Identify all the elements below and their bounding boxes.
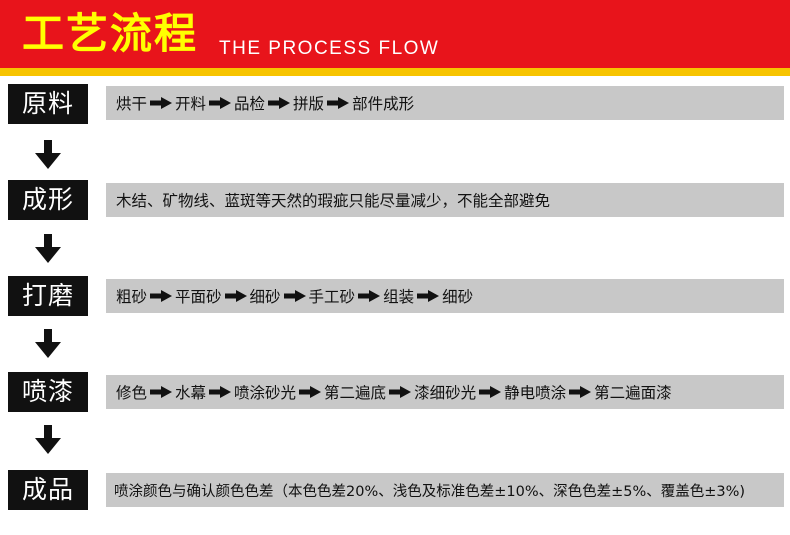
stage-bar-painting: 修色 水幕 喷涂砂光 第二遍底 漆细砂光 静电喷涂 第二遍面漆 <box>106 375 784 409</box>
process-step: 水幕 <box>175 384 207 402</box>
stage-label-sanding: 打磨 <box>8 276 88 316</box>
arrow-right-icon <box>569 386 592 398</box>
arrow-right-icon <box>150 97 173 109</box>
stage-bar-finished: 喷涂颜色与确认颜色色差（本色色差20%、浅色及标准色差±10%、深色色差±5%、… <box>106 473 784 507</box>
page-subtitle: THE PROCESS FLOW <box>219 38 440 59</box>
stage-label-painting: 喷漆 <box>8 372 88 412</box>
stage-label-finished: 成品 <box>8 470 88 510</box>
process-step: 手工砂 <box>308 288 356 306</box>
arrow-right-icon <box>327 97 350 109</box>
arrow-down-icon <box>34 234 62 264</box>
arrow-right-icon <box>389 386 412 398</box>
arrow-right-icon <box>268 97 291 109</box>
process-step: 喷涂砂光 <box>234 384 297 402</box>
process-step: 烘干 <box>116 95 148 113</box>
process-step: 组装 <box>383 288 415 306</box>
process-step: 拼版 <box>293 95 325 113</box>
header-stripe <box>0 68 790 76</box>
header-banner <box>0 0 790 68</box>
arrow-right-icon <box>479 386 502 398</box>
arrow-right-icon <box>209 386 232 398</box>
stage-bar-sanding: 粗砂 平面砂 细砂 手工砂 组装 细砂 <box>106 279 784 313</box>
process-step: 部件成形 <box>352 95 415 113</box>
process-step: 静电喷涂 <box>504 384 567 402</box>
arrow-right-icon <box>150 386 173 398</box>
process-step: 第二遍面漆 <box>594 384 672 402</box>
arrow-right-icon <box>224 290 247 302</box>
arrow-down-icon <box>34 425 62 455</box>
process-step: 修色 <box>116 384 148 402</box>
arrow-down-icon <box>34 329 62 359</box>
process-step: 细砂 <box>442 288 474 306</box>
stage-label-forming: 成形 <box>8 180 88 220</box>
process-step: 粗砂 <box>116 288 148 306</box>
stage-description: 木结、矿物线、蓝斑等天然的瑕疵只能尽量减少，不能全部避免 <box>116 192 551 210</box>
process-step: 漆细砂光 <box>414 384 477 402</box>
arrow-right-icon <box>358 290 381 302</box>
process-step: 品检 <box>234 95 266 113</box>
stage-bar-forming: 木结、矿物线、蓝斑等天然的瑕疵只能尽量减少，不能全部避免 <box>106 183 784 217</box>
arrow-right-icon <box>150 290 173 302</box>
process-step: 平面砂 <box>175 288 222 306</box>
process-step: 细砂 <box>249 288 281 306</box>
arrow-down-icon <box>34 140 62 170</box>
process-step: 开料 <box>175 95 207 113</box>
arrow-right-icon <box>299 386 322 398</box>
stage-description: 喷涂颜色与确认颜色色差（本色色差20%、浅色及标准色差±10%、深色色差±5%、… <box>114 483 746 500</box>
stage-bar-raw-material: 烘干 开料 品检 拼版 部件成形 <box>106 86 784 120</box>
arrow-right-icon <box>417 290 440 302</box>
page-title: 工艺流程 <box>22 9 199 58</box>
arrow-right-icon <box>209 97 232 109</box>
arrow-right-icon <box>283 290 306 302</box>
process-step: 第二遍底 <box>324 384 387 402</box>
stage-label-raw-material: 原料 <box>8 84 88 124</box>
